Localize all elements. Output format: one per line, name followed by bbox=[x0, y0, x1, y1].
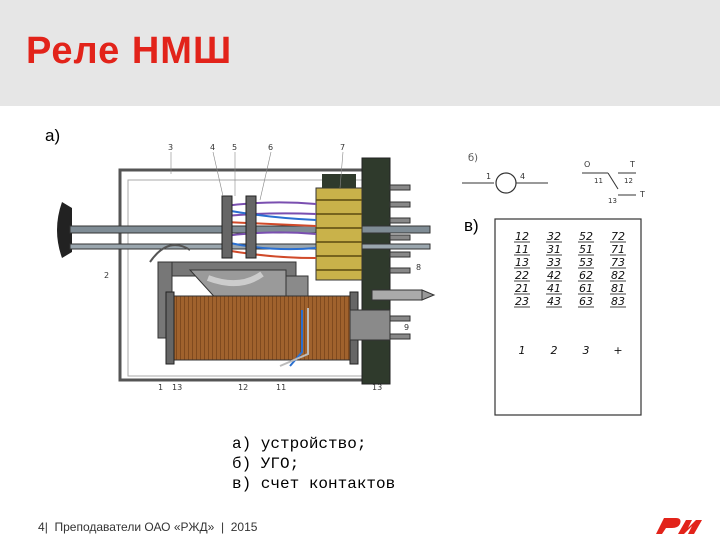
contact-block bbox=[315, 187, 363, 281]
terminal-number: 1 bbox=[519, 344, 526, 357]
label-v: в) bbox=[464, 216, 479, 235]
contact-number: 12 bbox=[515, 230, 529, 243]
contact-number: 63 bbox=[579, 295, 593, 308]
callout-13b: 13 bbox=[372, 383, 382, 392]
ugo-contact-11: 11 bbox=[594, 177, 603, 185]
contact-number: 32 bbox=[547, 230, 561, 243]
footer-year: 2015 bbox=[230, 520, 258, 534]
caption-line-1: а) устройство; bbox=[232, 435, 367, 453]
caption-line-2: б) УГО; bbox=[232, 455, 300, 473]
relay-device-drawing: 3 4 5 6 7 2 8 9 1 13 12 11 13 bbox=[57, 143, 436, 392]
ugo-symbol: б) 1 4 О Т 11 12 13 Т bbox=[462, 153, 645, 205]
knob bbox=[57, 202, 72, 258]
callout-4: 4 bbox=[210, 143, 215, 152]
terminal-number: 3 bbox=[583, 344, 590, 357]
callout-12: 12 bbox=[238, 383, 248, 392]
contact-number: 33 bbox=[547, 256, 561, 269]
contact-number: 41 bbox=[547, 282, 561, 295]
footer-separator: | bbox=[44, 520, 55, 534]
ugo-coil-left: 1 bbox=[486, 172, 491, 181]
contact-number: 13 bbox=[515, 256, 529, 269]
ugo-coil-circle bbox=[495, 172, 517, 194]
contact-number: 61 bbox=[579, 282, 593, 295]
contact-number: 62 bbox=[579, 269, 593, 282]
contacts-table: 1211132221233231334241435251536261637271… bbox=[494, 218, 642, 416]
callout-9: 9 bbox=[404, 323, 409, 332]
callout-11: 11 bbox=[276, 383, 286, 392]
contact-number: 43 bbox=[547, 295, 561, 308]
callout-7: 7 bbox=[340, 143, 345, 152]
contact-number: 42 bbox=[547, 269, 561, 282]
slide-title: Реле НМШ bbox=[26, 30, 233, 72]
contact-number: 51 bbox=[579, 243, 593, 256]
contact-number: 52 bbox=[579, 230, 593, 243]
terminal-number: 2 bbox=[551, 344, 558, 357]
contact-number: 22 bbox=[515, 269, 529, 282]
contact-number: 83 bbox=[611, 295, 625, 308]
callout-1: 1 bbox=[158, 383, 163, 392]
ugo-coil-right: 4 bbox=[520, 172, 525, 181]
contact-number: 31 bbox=[547, 243, 561, 256]
callout-13a: 13 bbox=[172, 383, 182, 392]
footer-page: 4 bbox=[38, 520, 45, 534]
contact-number: 72 bbox=[611, 230, 625, 243]
coil bbox=[169, 295, 355, 361]
terminal-number: + bbox=[613, 344, 622, 357]
ugo-contact-13: 13 bbox=[608, 197, 617, 205]
ugo-contact-o: О bbox=[584, 160, 590, 169]
label-b: б) bbox=[468, 153, 478, 164]
contact-number: 11 bbox=[515, 243, 529, 256]
footer: 4| Преподаватели ОАО «РЖД» | 2015 bbox=[38, 520, 257, 534]
contact-number: 82 bbox=[611, 269, 625, 282]
ugo-contact-t1: Т bbox=[629, 160, 635, 169]
header-band bbox=[0, 0, 720, 106]
callout-8: 8 bbox=[416, 263, 421, 272]
callout-6: 6 bbox=[268, 143, 273, 152]
ugo-contact-12: 12 bbox=[624, 177, 633, 185]
ugo-contact-t2: Т bbox=[639, 190, 645, 199]
contact-number: 23 bbox=[515, 295, 529, 308]
contact-number: 71 bbox=[611, 243, 625, 256]
contact-number: 73 bbox=[611, 256, 625, 269]
contact-number: 81 bbox=[611, 282, 625, 295]
callout-5: 5 bbox=[232, 143, 237, 152]
caption: а) устройство; б) УГО; в) счет контактов bbox=[232, 434, 395, 494]
caption-line-3: в) счет контактов bbox=[232, 475, 396, 493]
contact-number: 21 bbox=[515, 282, 529, 295]
terminal-block bbox=[361, 157, 391, 385]
rzd-logo-icon bbox=[656, 518, 702, 534]
footer-separator-2: | bbox=[214, 520, 231, 534]
callout-3: 3 bbox=[168, 143, 173, 152]
label-a: а) bbox=[45, 126, 61, 145]
footer-text: Преподаватели ОАО «РЖД» bbox=[54, 520, 215, 534]
contact-number: 53 bbox=[579, 256, 593, 269]
callout-2: 2 bbox=[104, 271, 109, 280]
